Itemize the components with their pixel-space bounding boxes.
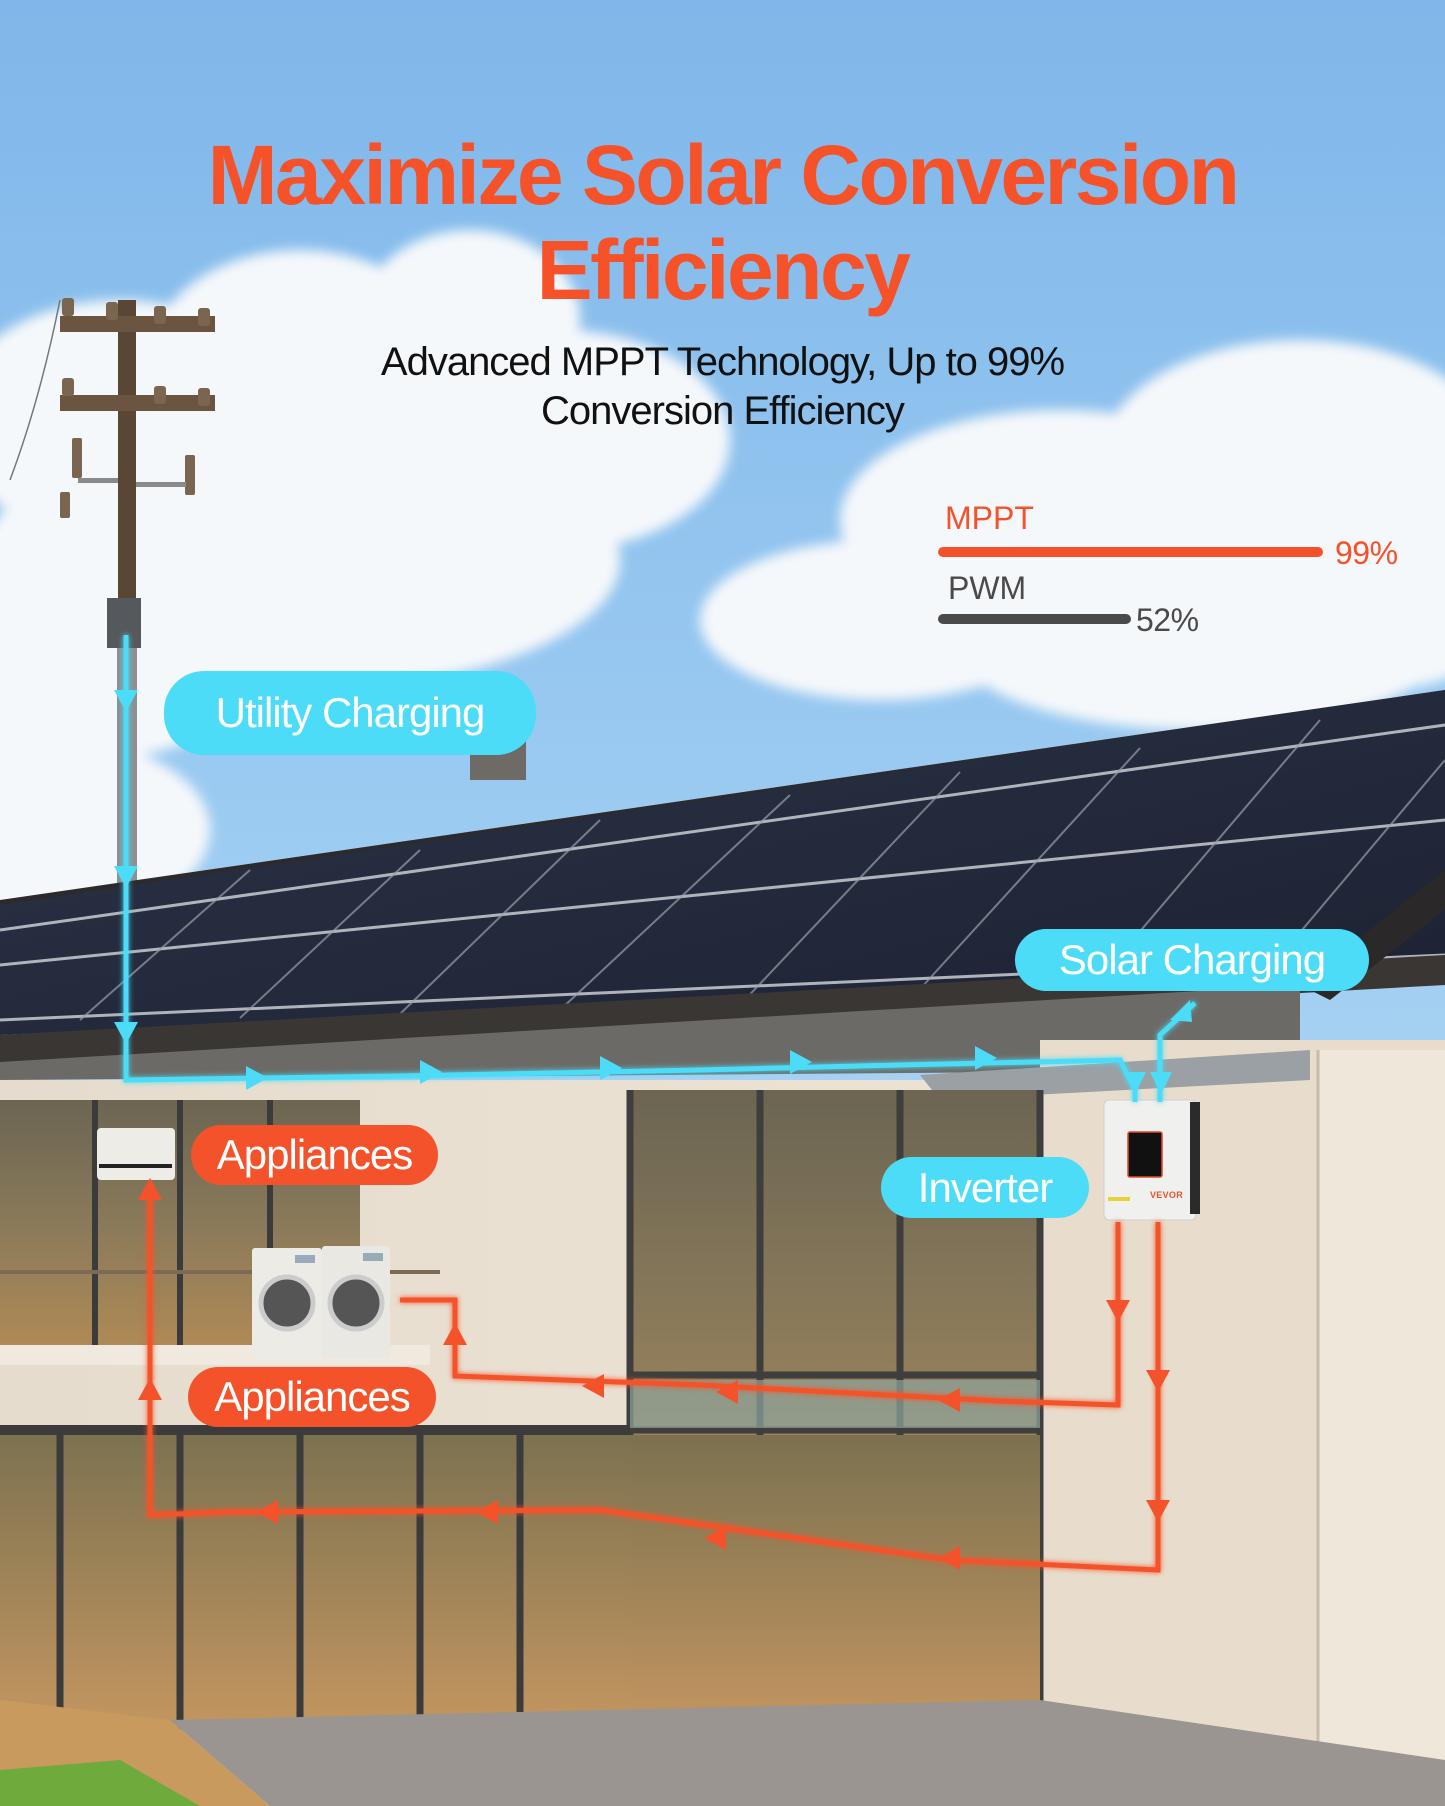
pwm-value: 52% <box>1136 602 1199 638</box>
appliance-flow-line <box>147 1185 1161 1573</box>
utility-charging-label: Utility Charging <box>164 671 536 755</box>
subtitle-line-1: Advanced MPPT Technology, Up to 99% <box>380 340 1065 384</box>
pwm-label: PWM <box>948 570 1027 606</box>
triangle-arrow-icon <box>114 690 1192 1094</box>
appliances-label-upper: Appliances <box>191 1125 438 1185</box>
inverter-icon <box>1103 1099 1200 1221</box>
page-title-line-1: Maximize Solar Conversion <box>207 128 1240 222</box>
inverter-label: Inverter <box>881 1157 1089 1218</box>
mppt-bar <box>938 547 1323 557</box>
pwm-bar <box>938 614 1131 624</box>
triangle-arrow-icon <box>138 1178 1170 1570</box>
mppt-value: 99% <box>1335 535 1398 571</box>
mppt-label: MPPT <box>945 500 1034 536</box>
inverter-brand-logo: VEVOR <box>1150 1190 1184 1200</box>
air-conditioner-icon <box>97 1128 175 1180</box>
clouds <box>0 230 1445 920</box>
solar-charging-label: Solar Charging <box>1015 929 1369 991</box>
subtitle-line-2: Conversion Efficiency <box>541 389 905 433</box>
utility-pole-icon <box>9 298 215 888</box>
appliances-label-lower: Appliances <box>188 1367 436 1427</box>
page-title-line-2: Efficiency <box>536 223 911 317</box>
washing-machine-icon <box>252 1246 390 1358</box>
house <box>0 1040 1445 1806</box>
